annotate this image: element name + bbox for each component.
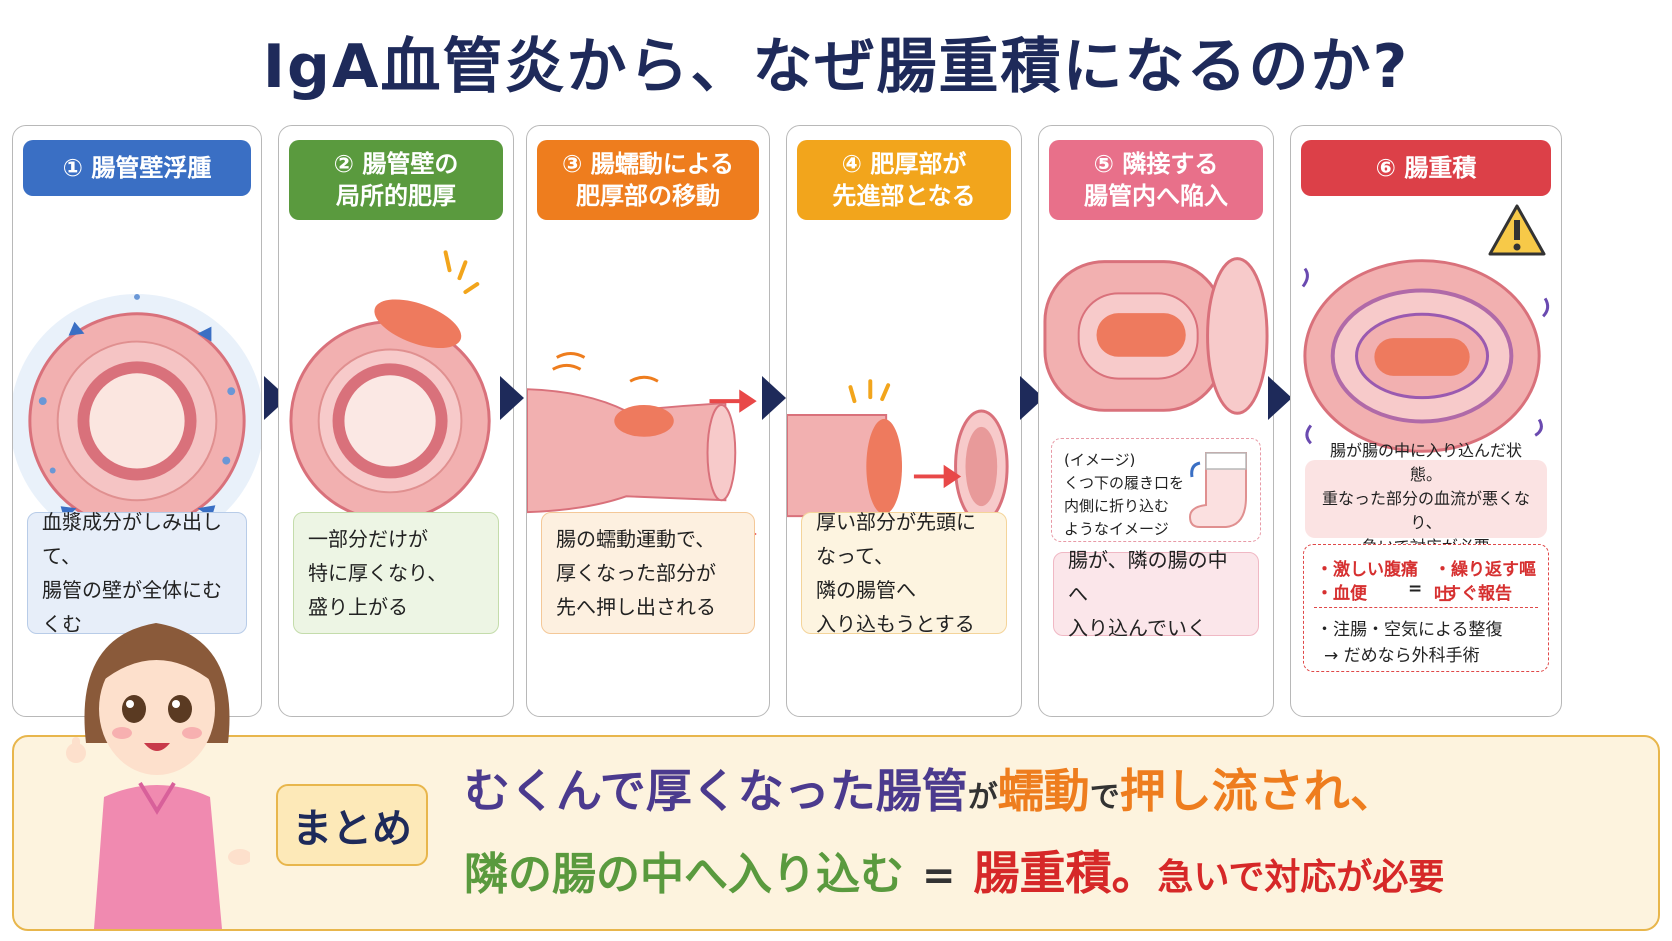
- intussusception-illustration: [1301, 259, 1550, 453]
- summary-line-1: むくんで厚くなった腸管が蠕動で押し流され、: [464, 755, 1396, 821]
- step-panel-6: ⑥ 腸重積 腸が腸の中に入り込んだ状態。 重なった部分の血流が悪くなり、 急いで…: [1290, 125, 1562, 717]
- summary-text-equals: =: [922, 853, 956, 899]
- alert-equals-sign: =: [1408, 579, 1423, 599]
- step-description-6: 腸が腸の中に入り込んだ状態。 重なった部分の血流が悪くなり、 急いで対応が必要: [1305, 441, 1547, 556]
- summary-text-into-adjacent: 隣の腸の中へ入り込む: [464, 849, 904, 900]
- summary-badge: まとめ: [276, 784, 428, 866]
- sock-analogy-text: (イメージ) くつ下の履き口を 内側に折り込む ようなイメージ: [1064, 451, 1185, 538]
- flow-arrow-5: [1268, 376, 1292, 420]
- sock-icon: [1188, 452, 1247, 528]
- summary-text-pushed: 押し流され、: [1119, 764, 1397, 818]
- step-description-4: 厚い部分が先頭になって、 隣の腸管へ 入り込もうとする: [801, 510, 1007, 636]
- summary-text-particle-ga: が: [967, 780, 998, 815]
- alert-symptom-vomiting: ・繰り返す嘔吐: [1434, 560, 1536, 605]
- alert-box: ・激しい腹痛 ・繰り返す嘔吐 ・血便 = すぐ報告 ・注腸・空気による整復 → …: [1303, 544, 1549, 672]
- step-description-2: 一部分だけが 特に厚くなり、 盛り上がる: [293, 512, 499, 634]
- invagination-illustration: [1043, 257, 1269, 415]
- page-title: IgA血管炎から、なぜ腸重積になるのか?: [262, 32, 1410, 102]
- peristalsis-movement-illustration: [527, 351, 757, 546]
- summary-text-peristalsis: 蠕動: [997, 764, 1090, 818]
- flow-arrow-3: [762, 376, 786, 420]
- summary-text-particle-de: で: [1089, 780, 1120, 815]
- sock-analogy-box: (イメージ) くつ下の履き口を 内側に折り込む ようなイメージ: [1051, 438, 1261, 542]
- alert-report-immediately: すぐ報告: [1444, 584, 1512, 604]
- edematous-bowel-cross-section-illustration: [13, 293, 261, 552]
- step-description-3: 腸の蠕動運動で、 厚くなった部分が 先へ押し出される: [541, 512, 755, 634]
- step-header-2: ② 腸管壁の 局所的肥厚: [289, 140, 503, 220]
- alert-treatment-surgery: → だめなら外科手術: [1324, 646, 1480, 666]
- step-header-1: ① 腸管壁浮腫: [23, 140, 251, 196]
- step-panel-5: ⑤ 隣接する 腸管内へ陥入 (イメージ) くつ下の履き口を 内側に折り込む よう…: [1038, 125, 1274, 717]
- step-header-6: ⑥ 腸重積: [1301, 140, 1551, 196]
- alert-symptom-pain: ・激しい腹痛: [1316, 560, 1418, 580]
- step-header-4: ④ 肥厚部が 先進部となる: [797, 140, 1011, 220]
- alert-symptom-bloody-stool: ・血便: [1316, 584, 1367, 604]
- step-header-5: ⑤ 隣接する 腸管内へ陥入: [1049, 140, 1263, 220]
- warning-icon: [1488, 204, 1546, 256]
- step-panel-1: ① 腸管壁浮腫 血漿成分がしみ出して、 腸管の壁が全体にむくむ: [12, 125, 262, 717]
- step-description-1: 血漿成分がしみ出して、 腸管の壁が全体にむくむ: [27, 510, 247, 636]
- leading-point-illustration: [787, 379, 1009, 524]
- alert-divider: [1314, 607, 1538, 608]
- step-header-3: ③ 腸蠕動による 肥厚部の移動: [537, 140, 759, 220]
- flow-arrow-2: [500, 376, 524, 420]
- summary-text-intussusception: 腸重積。: [973, 846, 1158, 900]
- nurse-avatar: [66, 623, 250, 929]
- step-panel-3: ③ 腸蠕動による 肥厚部の移動 腸の蠕動運動で、 厚くなった部分が 先へ押し出さ…: [526, 125, 770, 717]
- summary-banner: まとめ むくんで厚くなった腸管が蠕動で押し流され、 隣の腸の中へ入り込む = 腸重積…: [12, 623, 1660, 931]
- summary-text-urgent: 急いで対応が必要: [1157, 857, 1445, 898]
- step-panel-2: ② 腸管壁の 局所的肥厚 一部分だけが 特に厚くなり、 盛り上がる: [278, 125, 514, 717]
- localized-thickening-cross-section-illustration: [289, 250, 491, 522]
- summary-line-2: 隣の腸の中へ入り込む = 腸重積。急いで対応が必要: [464, 837, 1444, 903]
- summary-text-swollen-bowel: むくんで厚くなった腸管: [464, 764, 968, 818]
- step-panel-4: ④ 肥厚部が 先進部となる 厚い部分が先頭になって、 隣の腸管へ 入り込もうとす…: [786, 125, 1022, 717]
- alert-treatment-reduction: ・注腸・空気による整復: [1316, 620, 1503, 640]
- step-description-5: 腸が、隣の腸の中へ 入り込んでいく: [1053, 548, 1259, 640]
